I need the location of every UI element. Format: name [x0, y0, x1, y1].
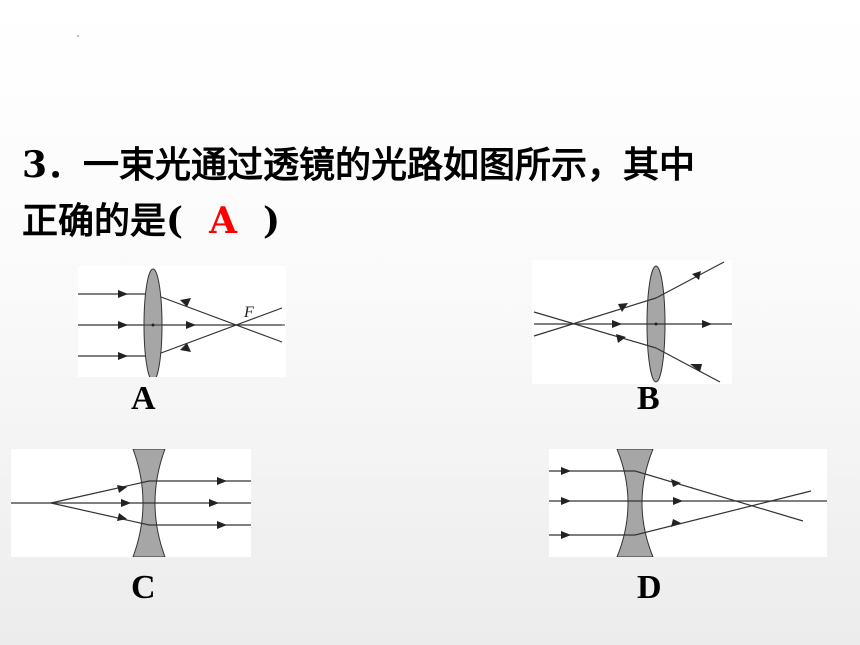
decorative-dot	[77, 35, 79, 37]
option-c-label: C	[131, 569, 156, 606]
figure-d-concave-lens	[549, 449, 827, 557]
answer-text: A	[209, 200, 238, 242]
figure-c-concave-lens	[11, 449, 251, 557]
question-line-2-prefix: 正确的是(	[22, 200, 184, 242]
option-b-label: B	[637, 380, 660, 417]
focal-point-label: F	[243, 304, 254, 321]
question-line-1: 3．一束光通过透镜的光路如图所示，其中	[22, 144, 696, 186]
option-a-label: A	[131, 380, 156, 417]
figure-a-convex-lens: F	[78, 266, 286, 377]
question-line-2-suffix: )	[263, 200, 281, 242]
question-line-2: 正确的是( A)	[22, 192, 280, 244]
figure-b-convex-lens	[532, 260, 732, 384]
option-d-label: D	[637, 569, 662, 606]
